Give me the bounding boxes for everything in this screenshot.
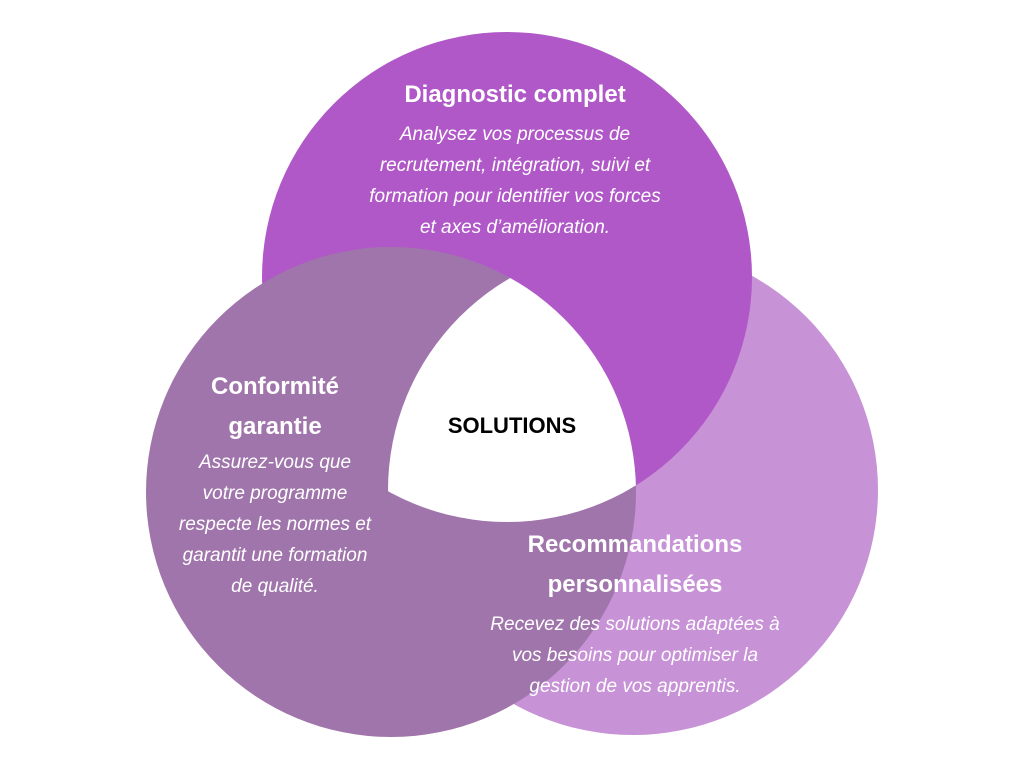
recommandations-description: Recevez des solutions adaptées à vos bes…: [455, 609, 815, 702]
description-line: gestion de vos apprentis.: [529, 676, 741, 697]
recommandations-block: Recommandations personnalisées Recevez d…: [455, 525, 815, 702]
conformite-block: Conformité garantie Assurez-vous que vot…: [160, 367, 390, 602]
diagnostic-title: Diagnostic complet: [404, 81, 626, 108]
conformite-title: Conformité garantie: [160, 367, 390, 447]
diagnostic-description: Analysez vos processus de recrutement, i…: [330, 119, 700, 243]
center-label: SOLUTIONS: [447, 413, 577, 438]
description-line: votre programme: [202, 483, 348, 504]
title-line: personnalisées: [547, 571, 723, 598]
conformite-description: Assurez-vous que votre programme respect…: [160, 447, 390, 602]
description-line: Recevez des solutions adaptées à: [490, 614, 780, 635]
description-line: garantit une formation: [182, 545, 368, 566]
description-line: Analysez vos processus de: [399, 124, 631, 145]
description-line: recrutement, intégration, suivi et: [379, 155, 651, 176]
description-line: Assurez-vous que: [198, 452, 352, 473]
title-line: Recommandations: [527, 531, 743, 558]
recommandations-title: Recommandations personnalisées: [455, 525, 815, 605]
description-line: et axes d’amélioration.: [419, 217, 611, 238]
diagnostic-block: Diagnostic complet Analysez vos processu…: [330, 75, 700, 243]
description-line: de qualité.: [231, 576, 319, 597]
description-line: formation pour identifier vos forces: [369, 186, 661, 207]
title-line: Conformité: [211, 373, 339, 400]
description-line: respecte les normes et: [178, 514, 372, 535]
description-line: vos besoins pour optimiser la: [511, 645, 759, 666]
title-line: garantie: [228, 413, 322, 440]
